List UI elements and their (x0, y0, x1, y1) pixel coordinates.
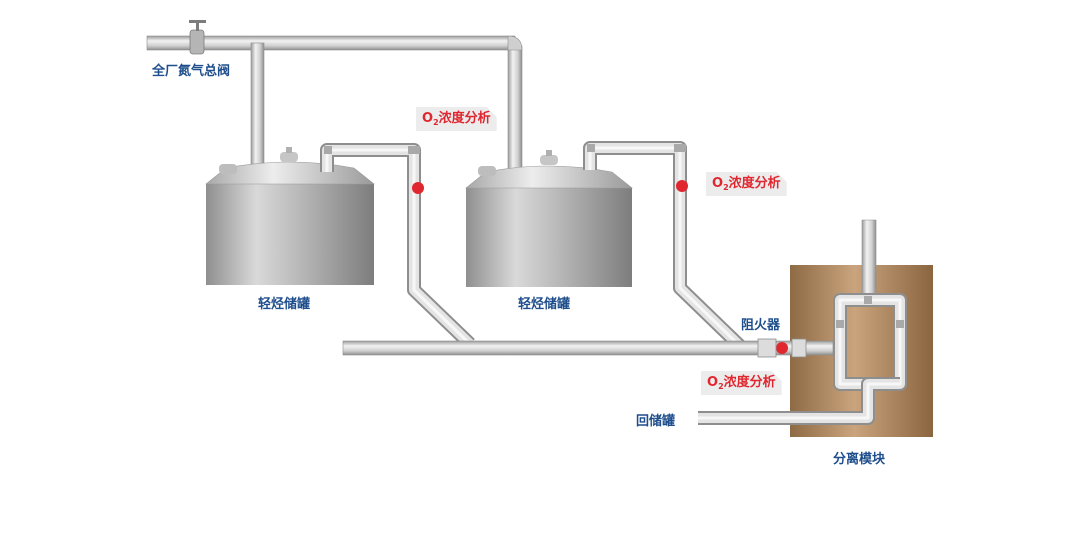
nitrogen-header-pipe (146, 35, 523, 171)
pipe-joints (324, 144, 904, 328)
o2-sensor-arrester[interactable] (776, 342, 788, 354)
o2-tag-left: O2浓度分析 (416, 107, 497, 131)
tank-right (465, 150, 633, 287)
main-valve-label: 全厂氮气总阀 (152, 64, 231, 79)
tank-left (205, 147, 375, 285)
o2-sensor-right[interactable] (676, 180, 688, 192)
o2-sensor-left[interactable] (412, 182, 424, 194)
return-tank-label: 回储罐 (636, 414, 676, 429)
separation-loop-pipe (698, 219, 907, 425)
flame-arrester-label: 阻火器 (741, 318, 781, 333)
tank-right-label: 轻烃储罐 (518, 297, 571, 312)
flame-arrester-icon[interactable] (757, 338, 807, 358)
main-valve-icon[interactable] (189, 20, 206, 55)
o2-tag-right: O2浓度分析 (706, 172, 787, 196)
separation-module-label: 分离模块 (833, 452, 886, 467)
o2-tag-arrester: O2浓度分析 (701, 371, 782, 395)
tank-left-label: 轻烃储罐 (258, 297, 311, 312)
